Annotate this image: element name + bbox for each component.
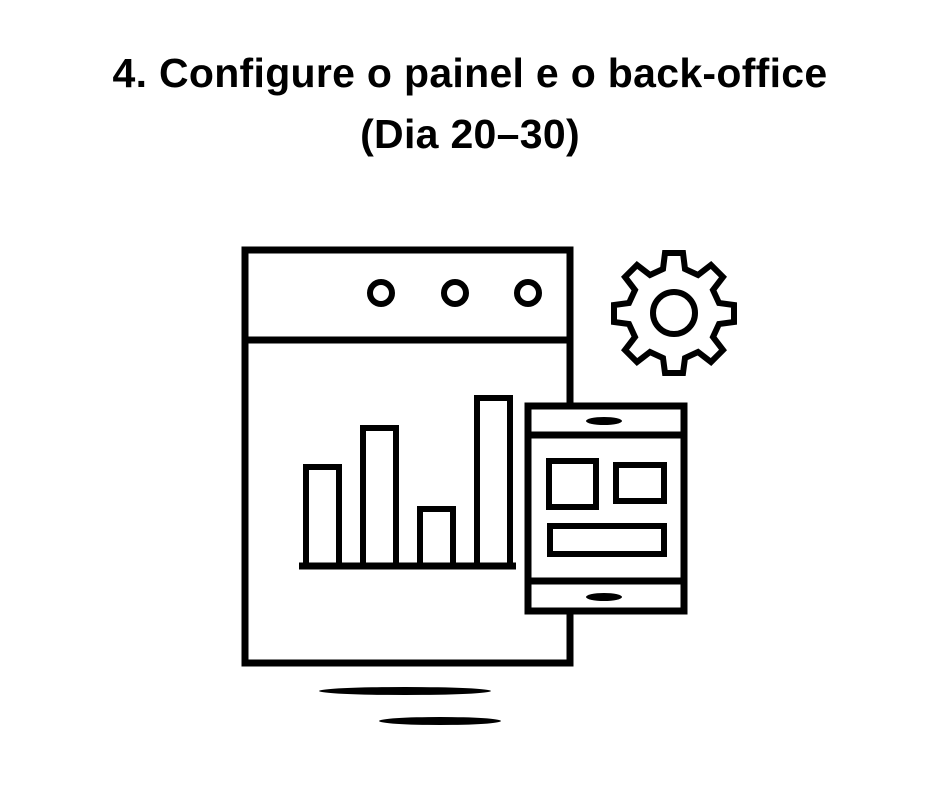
heading-line-1: 4. Configure o painel e o back-office bbox=[112, 50, 828, 96]
mobile-device-icon bbox=[524, 402, 688, 615]
browser-window-icon bbox=[241, 246, 574, 667]
heading-line-2: (Dia 20–30) bbox=[360, 111, 580, 157]
shadow-lines bbox=[319, 687, 501, 725]
gear-icon bbox=[611, 250, 737, 376]
bar-chart-icon bbox=[299, 395, 516, 570]
